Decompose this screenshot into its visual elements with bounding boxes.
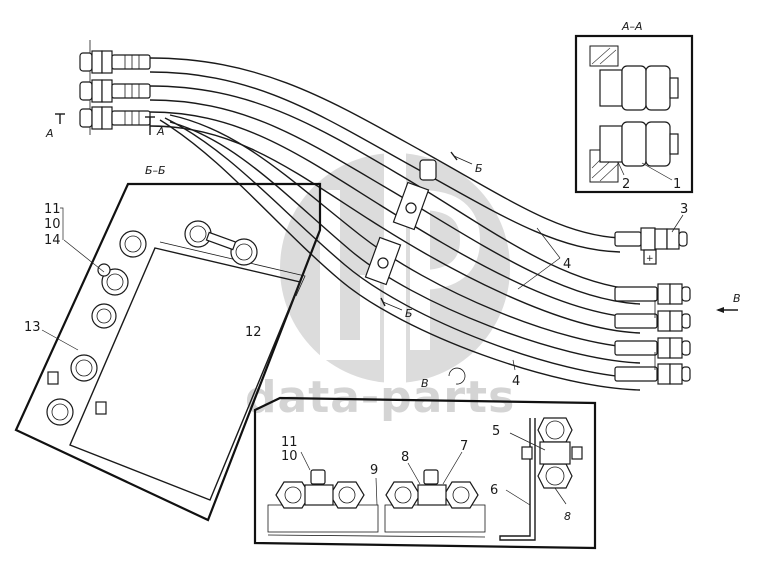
clamp-assembly-v-right: [384, 469, 486, 533]
hose-pair-b-top: [184, 220, 258, 266]
hose-pair-b-left: [91, 230, 147, 329]
svg-text:Б: Б: [475, 162, 483, 175]
hose-pair-b-lower: [46, 354, 107, 426]
section-a-a: А–А 1 2: [574, 20, 694, 194]
hose-fitting-right-3: [614, 337, 691, 359]
section-mark-b-top: Б: [450, 151, 483, 175]
main-callouts: 3 4 4 В: [421, 202, 688, 390]
fitting-a-a-upper: [599, 65, 679, 111]
callout-8a: 8: [401, 450, 409, 465]
hose-bundle: [149, 57, 641, 391]
callout-7: 7: [460, 439, 468, 454]
callout-10a: 10: [44, 217, 61, 232]
callout-5: 5: [492, 424, 500, 439]
right-fittings: + В: [614, 227, 741, 385]
svg-text:+: +: [646, 254, 654, 264]
svg-text:В: В: [421, 377, 429, 390]
callout-14: 14: [44, 233, 61, 248]
callout-13: 13: [24, 320, 41, 335]
callout-1: 1: [673, 177, 681, 192]
section-v: 11 10 9 8 7 5 6 8: [253, 396, 597, 550]
callout-4a: 4: [563, 257, 571, 272]
callout-11b: 11: [281, 435, 298, 450]
fitting-a-a-lower: [599, 121, 679, 167]
bracket-assembly-v: [499, 417, 583, 541]
callout-3: 3: [680, 202, 688, 217]
clamp-upper: [392, 159, 437, 231]
section-v-frame: [253, 396, 597, 550]
hose-fitting-left-3: [79, 106, 151, 130]
callout-10b: 10: [281, 449, 298, 464]
section-a-a-title: А–А: [621, 20, 643, 33]
watermark-logo-g: [320, 190, 380, 360]
svg-text:В: В: [733, 292, 741, 305]
section-b-b-title: Б–Б: [145, 164, 166, 177]
callout-6: 6: [490, 483, 498, 498]
svg-text:Б: Б: [405, 307, 413, 320]
callout-8b: 8: [564, 510, 571, 523]
watermark: data-parts: [245, 153, 514, 423]
hose-clamps: Б Б: [364, 151, 483, 320]
callout-4b: 4: [512, 374, 520, 389]
hose-fitting-left-1: [79, 50, 151, 74]
clamp-lower: [364, 236, 402, 286]
callout-11a: 11: [44, 202, 61, 217]
section-b-b: Б–Б 11 10 14 13 12: [14, 164, 322, 522]
hose-fitting-right-2: [614, 310, 691, 332]
hose-fitting-left-2: [79, 79, 151, 103]
section-mark-a-right: А: [145, 116, 165, 138]
svg-text:А: А: [45, 127, 54, 140]
section-a-a-frame: [574, 34, 694, 194]
callout-12: 12: [245, 325, 262, 340]
callout-2: 2: [622, 177, 630, 192]
hose-fitting-right-tee: +: [614, 227, 688, 265]
left-fittings: А А: [45, 40, 165, 140]
hose-fitting-right-4: [614, 363, 691, 385]
section-mark-b-bottom: Б: [380, 297, 413, 320]
section-mark-a-left: А: [45, 113, 65, 140]
clamp-assembly-v-left: [267, 469, 379, 533]
callout-9: 9: [370, 463, 378, 478]
section-b-b-frame: [14, 182, 322, 522]
view-rotate-v: В: [421, 367, 466, 390]
view-arrow-v: В: [716, 292, 741, 313]
svg-text:А: А: [156, 125, 165, 138]
hose-fitting-right-1: [614, 283, 691, 305]
